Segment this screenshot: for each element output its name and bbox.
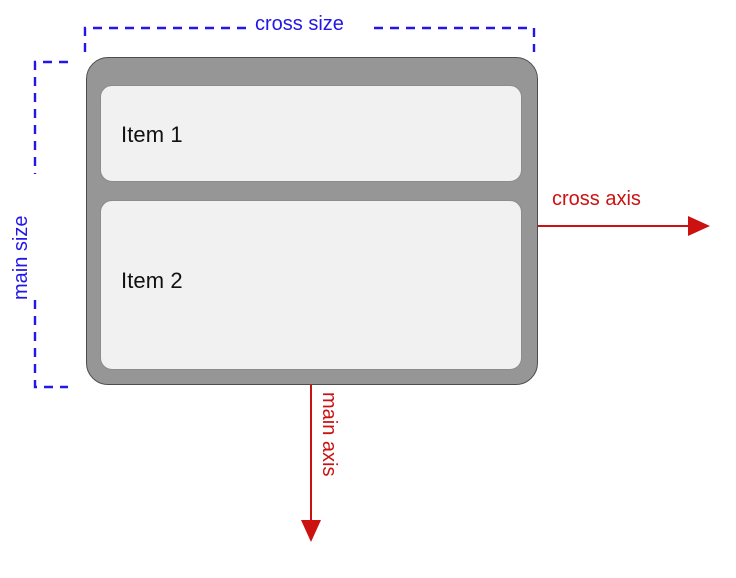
flex-item-1-label: Item 1 <box>121 122 183 147</box>
flex-item-1: Item 1 <box>100 85 522 182</box>
cross-axis-label: cross axis <box>552 188 641 210</box>
main-size-label: main size <box>10 215 32 300</box>
main-size-bracket <box>33 60 68 389</box>
cross-size-bracket <box>83 26 536 52</box>
flex-item-2: Item 2 <box>100 200 522 370</box>
main-axis-label: main axis <box>318 392 340 477</box>
cross-size-label: cross size <box>255 13 344 35</box>
flex-item-2-label: Item 2 <box>121 268 183 293</box>
